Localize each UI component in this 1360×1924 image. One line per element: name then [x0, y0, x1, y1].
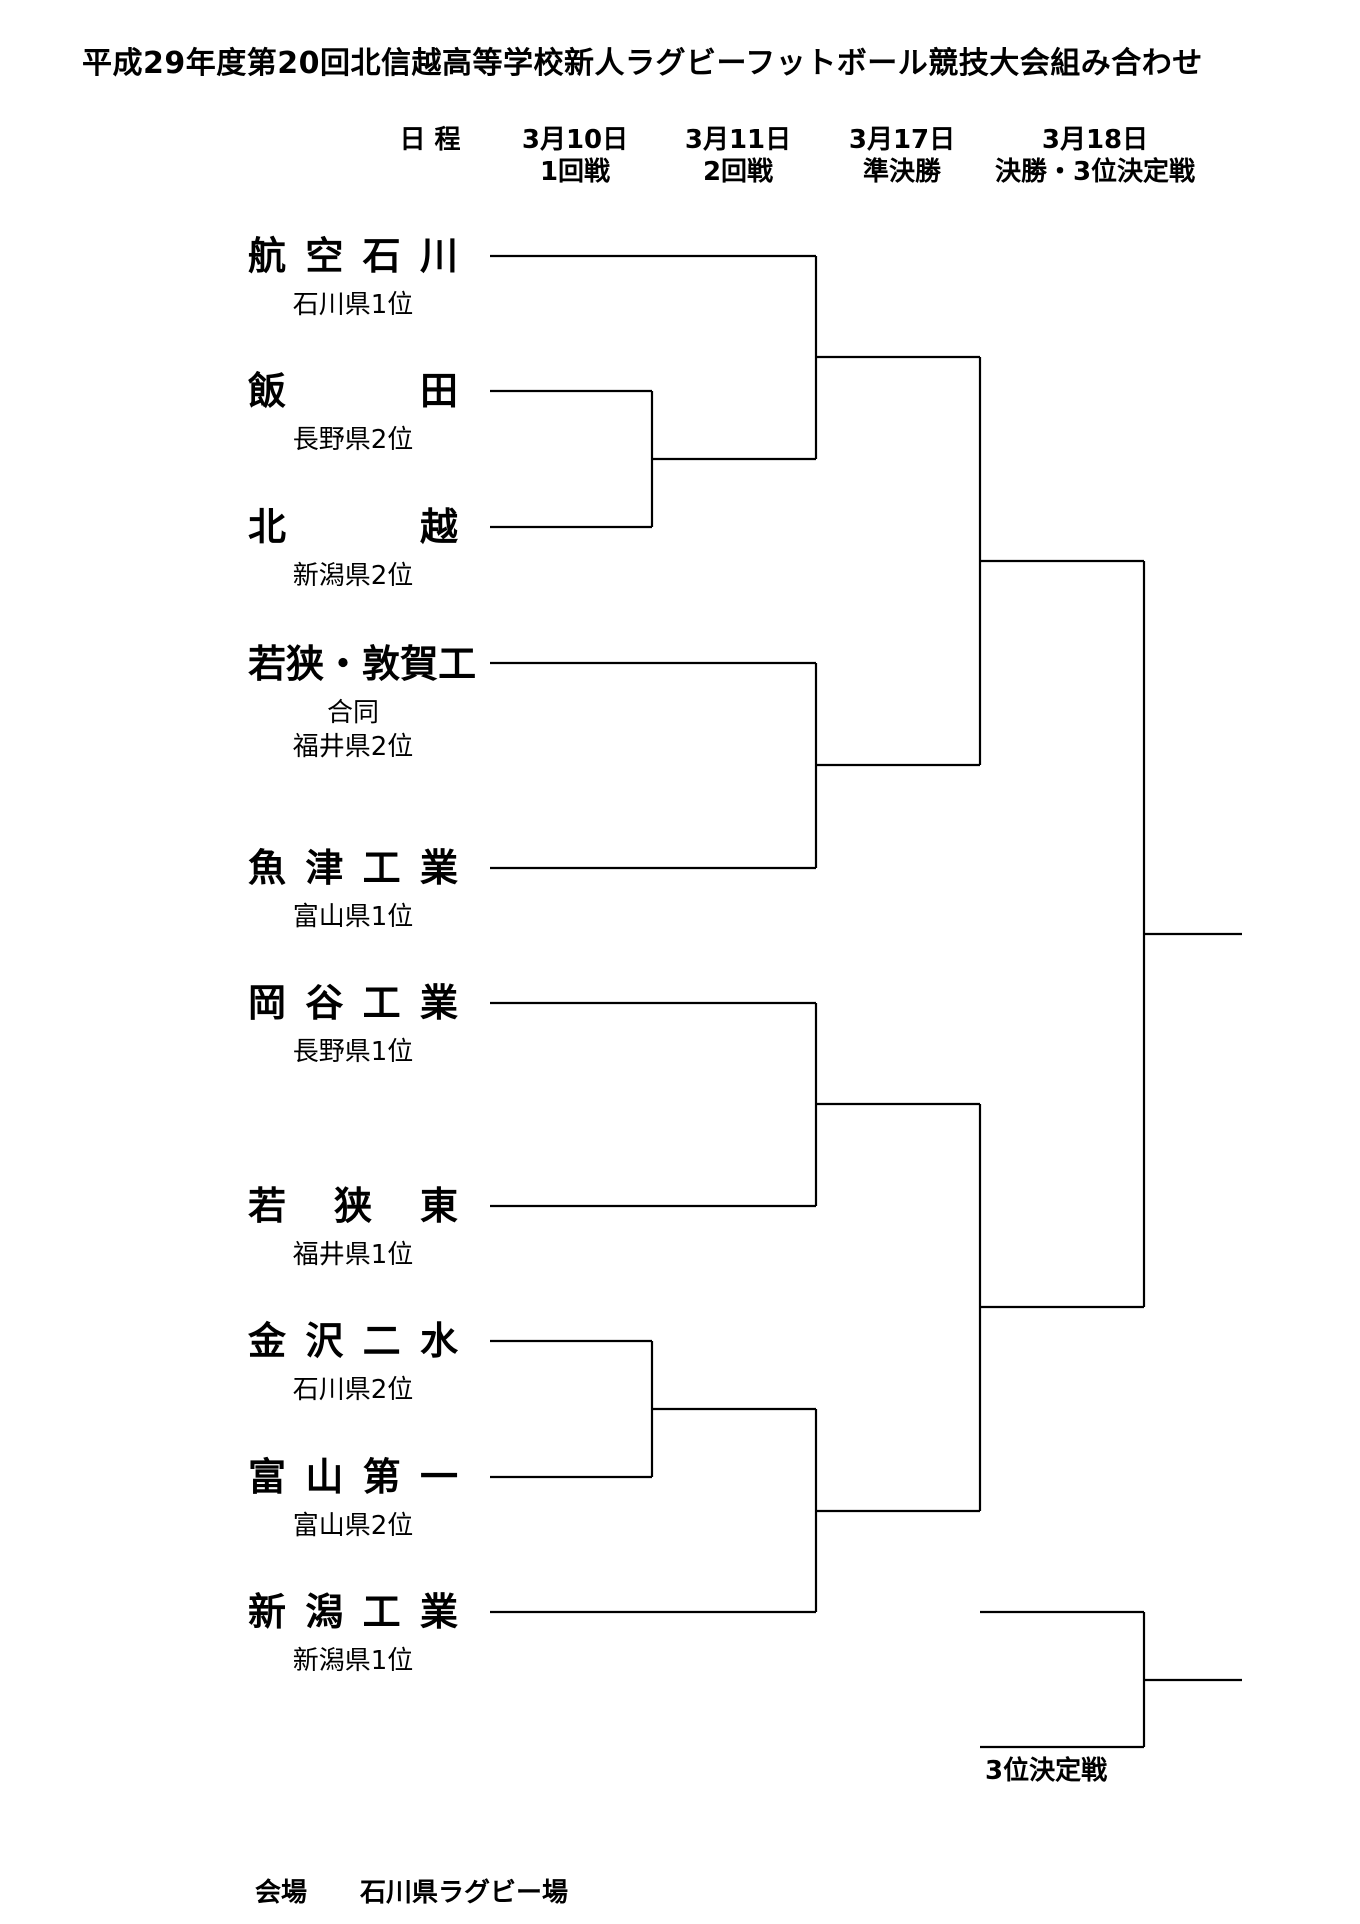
- team-name-char: 狭: [286, 642, 325, 686]
- team-name-char: 航: [248, 234, 287, 278]
- team-name-char: 魚: [248, 846, 287, 890]
- team-name-char: 新: [248, 1590, 287, 1634]
- team-name-char: ・: [324, 642, 363, 686]
- team-name: 金沢二水: [248, 1319, 458, 1363]
- team-qualifier-line: 福井県2位: [292, 732, 414, 762]
- team-name-char: 業: [419, 846, 458, 890]
- round-header-3: 3月17日 準決勝: [832, 124, 972, 188]
- schedule-label: 日 程: [399, 125, 461, 155]
- team-qualifier-line: 富山県1位: [292, 902, 414, 932]
- team-name-char: 石: [362, 234, 401, 278]
- team-name: 北越: [248, 505, 458, 549]
- team-name-char: 北: [248, 505, 287, 549]
- round-name: 1回戦: [539, 157, 611, 187]
- third-place-label: 3位決定戦: [985, 1756, 1108, 1786]
- team-qualifier-line: 長野県1位: [292, 1037, 414, 1067]
- round-date: 3月11日: [684, 125, 792, 155]
- team-name-char: 若: [248, 1184, 287, 1228]
- team-name-char: 水: [419, 1319, 458, 1363]
- team-qualifier-line: 石川県2位: [292, 1375, 414, 1405]
- round-name: 2回戦: [702, 157, 774, 187]
- page-title: 平成29年度第20回北信越高等学校新人ラグビーフットボール競技大会組み合わせ: [82, 46, 1203, 81]
- team-name: 魚津工業: [248, 846, 458, 890]
- team-name-char: 業: [419, 1590, 458, 1634]
- team-name-char: 空: [305, 234, 344, 278]
- team-qualifier-line: 新潟県1位: [292, 1646, 414, 1676]
- team-name: 若狭・敦賀工: [248, 642, 476, 686]
- team-qualifier: 新潟県2位: [248, 559, 458, 593]
- team-name-char: 若: [248, 642, 287, 686]
- team-name-char: 業: [419, 981, 458, 1025]
- team-name-char: 越: [419, 505, 458, 549]
- team-qualifier-line: 長野県2位: [292, 425, 414, 455]
- team-name-char: 飯: [248, 369, 287, 413]
- team-qualifier: 石川県1位: [248, 288, 458, 322]
- team-name: 新潟工業: [248, 1590, 458, 1634]
- round-header-1: 3月10日 1回戦: [505, 124, 645, 188]
- team-name: 岡谷工業: [248, 981, 458, 1025]
- team-qualifier: 合同福井県2位: [248, 696, 458, 764]
- team-qualifier: 富山県2位: [248, 1509, 458, 1543]
- team-qualifier: 新潟県1位: [248, 1644, 458, 1678]
- round-date: 3月18日: [1041, 125, 1149, 155]
- venue-name: 石川県ラグビー場: [360, 1878, 569, 1908]
- team-name-char: 金: [248, 1319, 287, 1363]
- team-name-char: 工: [362, 981, 401, 1025]
- round-header-4: 3月18日 決勝・3位決定戦: [965, 124, 1225, 188]
- team-qualifier: 長野県2位: [248, 423, 458, 457]
- team-name-char: 岡: [248, 981, 287, 1025]
- round-header-2: 3月11日 2回戦: [668, 124, 808, 188]
- team-qualifier: 富山県1位: [248, 900, 458, 934]
- team-name: 若狭東: [248, 1184, 458, 1228]
- team-qualifier: 石川県2位: [248, 1373, 458, 1407]
- team-name-char: 津: [305, 846, 344, 890]
- team-name-char: 工: [438, 642, 477, 686]
- team-name: 飯田: [248, 369, 458, 413]
- team-name-char: 二: [362, 1319, 401, 1363]
- team-qualifier-line: 石川県1位: [292, 290, 414, 320]
- team-qualifier: 福井県1位: [248, 1238, 458, 1272]
- team-qualifier-line: 新潟県2位: [292, 561, 414, 591]
- round-date: 3月10日: [521, 125, 629, 155]
- team-name: 富山第一: [248, 1455, 458, 1499]
- team-name-char: 一: [419, 1455, 458, 1499]
- team-qualifier-line: 福井県1位: [292, 1240, 414, 1270]
- team-name-char: 工: [362, 1590, 401, 1634]
- team-qualifier-line: 富山県2位: [292, 1511, 414, 1541]
- round-name: 決勝・3位決定戦: [994, 157, 1196, 187]
- team-name-char: 川: [419, 234, 458, 278]
- team-name-char: 田: [419, 369, 458, 413]
- team-name-char: 沢: [305, 1319, 344, 1363]
- team-name-char: 谷: [305, 981, 344, 1025]
- team-name: 航空石川: [248, 234, 458, 278]
- team-name-char: 東: [419, 1184, 458, 1228]
- team-qualifier-line: 合同: [326, 698, 379, 728]
- team-name-char: 狭: [333, 1184, 372, 1228]
- round-date: 3月17日: [848, 125, 956, 155]
- team-name-char: 工: [362, 846, 401, 890]
- team-name-char: 賀: [400, 642, 439, 686]
- team-name-char: 山: [305, 1455, 344, 1499]
- team-name-char: 敦: [362, 642, 401, 686]
- round-name: 準決勝: [862, 157, 941, 187]
- team-name-char: 第: [362, 1455, 401, 1499]
- team-name-char: 富: [248, 1455, 287, 1499]
- team-qualifier: 長野県1位: [248, 1035, 458, 1069]
- team-name-char: 潟: [305, 1590, 344, 1634]
- venue-label: 会場: [255, 1878, 308, 1908]
